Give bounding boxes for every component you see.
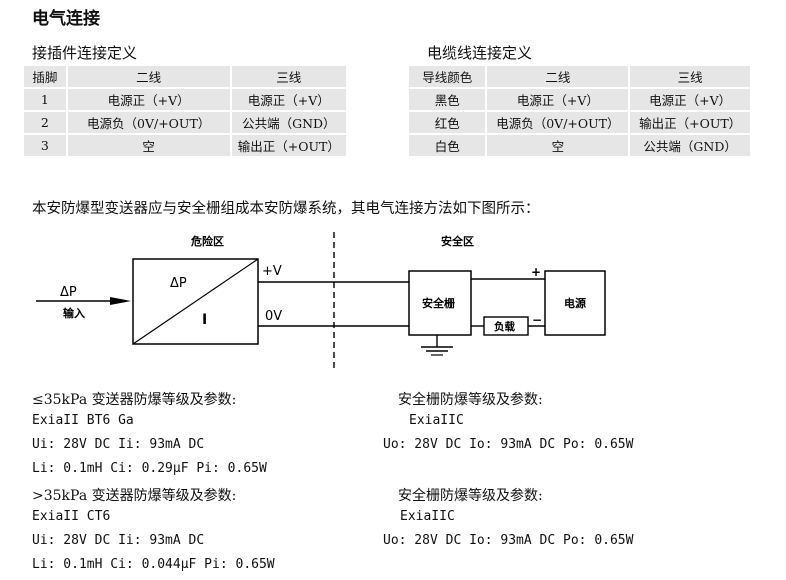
column-header: 三线 <box>630 66 750 87</box>
wiring-diagram: 危险区 安全区 ΔP 输入 ΔP I +V 0V 安全栅 负载 + − 电源 <box>36 232 606 370</box>
transmitter-diagonal <box>132 258 259 345</box>
table-cell: 3 <box>24 135 66 156</box>
table-cell: 空 <box>67 135 230 156</box>
hazard-zone-label: 危险区 <box>190 234 224 248</box>
high-range-params-1: Ui: 28V DC Ii: 93mA DC <box>32 533 205 548</box>
barrier-1-grade: ExiaIIC <box>409 413 464 428</box>
table-cell: 白色 <box>409 135 486 156</box>
intro-paragraph: 本安防爆型变送器应与安全栅组成本安防爆系统，其电气连接方法如下图所示： <box>32 201 540 217</box>
input-arrow-head <box>110 297 131 305</box>
low-range-params-2: Li: 0.1mH Ci: 0.29μF Pi: 0.65W <box>32 461 267 476</box>
power-label: 电源 <box>564 296 586 310</box>
table-cell: 空 <box>487 135 629 156</box>
low-range-params-1: Ui: 28V DC Ii: 93mA DC <box>32 437 205 452</box>
high-range-title: >35kPa 变送器防爆等级及参数: <box>32 488 237 504</box>
plus-v-label: +V <box>262 264 282 279</box>
barrier-box <box>408 270 472 336</box>
high-range-grade: ExiaII CT6 <box>32 509 111 524</box>
table-cell: 公共端（GND） <box>231 112 346 133</box>
table-cell: 黑色 <box>409 89 486 110</box>
high-range-params-2: Li: 0.1mH Ci: 0.044μF Pi: 0.65W <box>32 557 275 572</box>
zero-v-label: 0V <box>265 309 282 324</box>
barrier-label: 安全栅 <box>422 296 455 310</box>
cable-table: 导线颜色 二线 三线 黑色 电源正（+V） 电源正（+V） 红色 电源负（0V/… <box>407 64 752 158</box>
column-header: 三线 <box>231 66 346 87</box>
delta-p-label: ΔP <box>60 285 77 300</box>
section-title: 电气连接 <box>32 9 100 29</box>
table-cell: 2 <box>24 112 66 133</box>
column-header: 插脚 <box>24 66 66 87</box>
table-header-row: 插脚 二线 三线 <box>24 66 346 87</box>
power-minus-label: − <box>532 313 542 327</box>
table-cell: 电源正（+V） <box>67 89 230 110</box>
table-row: 2 电源负（0V/+OUT） 公共端（GND） <box>24 112 346 133</box>
barrier-2-title: 安全栅防爆等级及参数: <box>398 488 543 504</box>
power-plus-label: + <box>531 265 541 279</box>
barrier-2-params: Uo: 28V DC Io: 93mA DC Po: 0.65W <box>383 533 634 548</box>
transmitter-box <box>132 258 259 345</box>
transmitter-i-label: I <box>202 312 207 328</box>
table-row: 1 电源正（+V） 电源正（+V） <box>24 89 346 110</box>
table-row: 红色 电源负（0V/+OUT） 输出正（+OUT） <box>409 112 750 133</box>
table-header-row: 导线颜色 二线 三线 <box>409 66 750 87</box>
low-range-grade: ExiaII BT6 Ga <box>32 413 134 428</box>
safe-zone-label: 安全区 <box>441 234 474 248</box>
table-cell: 电源正（+V） <box>231 89 346 110</box>
table-cell: 输出正（+OUT） <box>630 112 750 133</box>
cable-table-title: 电缆线连接定义 <box>427 44 533 62</box>
table-cell: 电源正（+V） <box>630 89 750 110</box>
plug-table: 插脚 二线 三线 1 电源正（+V） 电源正（+V） 2 电源负（0V/+OUT… <box>22 64 348 158</box>
table-row: 白色 空 公共端（GND） <box>409 135 750 156</box>
barrier-1-title: 安全栅防爆等级及参数: <box>398 392 543 408</box>
table-cell: 输出正（+OUT） <box>231 135 346 156</box>
load-label: 负载 <box>494 320 515 333</box>
table-cell: 电源负（0V/+OUT） <box>487 112 629 133</box>
column-header: 二线 <box>487 66 629 87</box>
table-cell: 红色 <box>409 112 486 133</box>
table-row: 黑色 电源正（+V） 电源正（+V） <box>409 89 750 110</box>
column-header: 导线颜色 <box>409 66 486 87</box>
table-cell: 公共端（GND） <box>630 135 750 156</box>
barrier-2-grade: ExiaIIC <box>400 509 455 524</box>
power-box <box>544 270 606 336</box>
table-cell: 电源负（0V/+OUT） <box>67 112 230 133</box>
table-cell: 电源正（+V） <box>487 89 629 110</box>
transmitter-dp-label: ΔP <box>170 276 187 291</box>
barrier-1-params: Uo: 28V DC Io: 93mA DC Po: 0.65W <box>383 437 634 452</box>
column-header: 二线 <box>67 66 230 87</box>
low-range-title: ≤35kPa 变送器防爆等级及参数: <box>32 392 237 408</box>
table-cell: 1 <box>24 89 66 110</box>
table-row: 3 空 输出正（+OUT） <box>24 135 346 156</box>
plug-table-title: 接插件连接定义 <box>32 44 138 62</box>
input-label: 输入 <box>63 306 85 320</box>
